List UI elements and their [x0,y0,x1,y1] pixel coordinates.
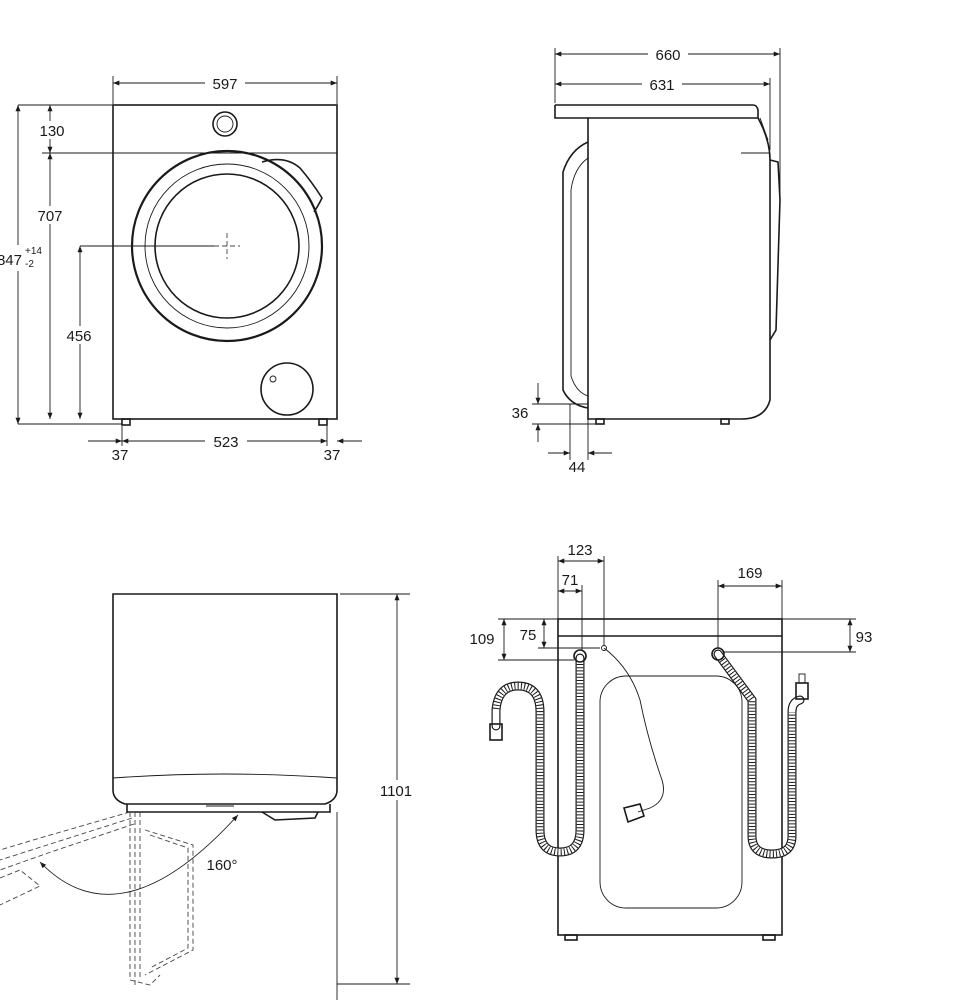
door-handle [261,158,323,213]
power-plug-icon [623,803,646,824]
dim-control-panel: 130 [39,123,64,140]
door-swing-arc [39,814,239,895]
open-door-outline [0,811,194,986]
dim-foot-span: 523 [213,434,238,451]
dim-inlet-height: 93 [856,629,873,646]
inlet-hose [711,647,809,859]
dim-hose-height-a: 75 [520,627,537,644]
filter-cover [260,362,314,416]
dim-hose-offset-b: 71 [562,572,579,589]
dim-door-center: 456 [66,328,91,345]
tol-upper: +14 [25,246,42,257]
dim-door-protrusion: 44 [569,459,586,476]
dim-right-foot: 37 [324,447,341,464]
front-cabinet [112,104,338,420]
dim-total-depth-open: 1101 [380,783,412,800]
dim-inlet-offset: 169 [737,565,762,582]
rear-view: 123 71 169 109 75 93 [469,542,873,941]
tol-lower: -2 [25,259,34,270]
dim-door-angle: 160° [206,857,237,874]
dim-door-top: 707 [37,208,62,225]
dim-left-foot: 37 [112,447,129,464]
dim-depth-body: 631 [649,77,674,94]
dim-front-height: 847 [0,252,22,269]
dim-hose-offset-a: 123 [567,542,592,559]
side-cabinet [555,104,771,420]
power-cable [603,647,664,813]
dim-depth-total: 660 [655,47,680,64]
rear-panel [599,675,743,909]
top-cabinet [112,593,338,805]
top-view-door-open: 160° 1101 [0,593,422,1000]
rear-cabinet [557,618,783,936]
drain-hose [489,649,587,857]
dim-foot-height: 36 [512,405,529,422]
front-view: 597 847 +14 -2 130 707 456 37 523 37 [0,74,362,464]
side-view: 660 631 36 44 [512,45,781,476]
dim-drain-height: 109 [469,631,494,648]
door-side [562,141,589,409]
program-knob-icon [212,111,238,137]
dim-front-width: 597 [212,76,237,93]
